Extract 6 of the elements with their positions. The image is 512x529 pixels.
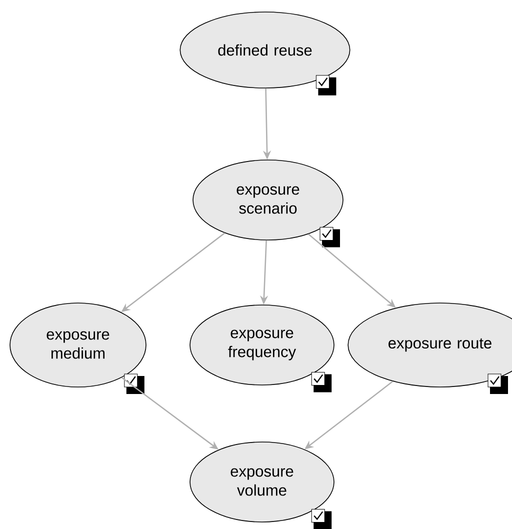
ellipse-node: exposure medium (10, 302, 146, 388)
ellipse-node: exposure scenario (192, 160, 344, 240)
ellipse-node: exposure volume (190, 442, 334, 522)
ellipse-node: defined reuse (180, 12, 350, 88)
ellipse-node: exposure route (348, 302, 512, 388)
ellipse-node: exposure frequency (190, 304, 334, 386)
